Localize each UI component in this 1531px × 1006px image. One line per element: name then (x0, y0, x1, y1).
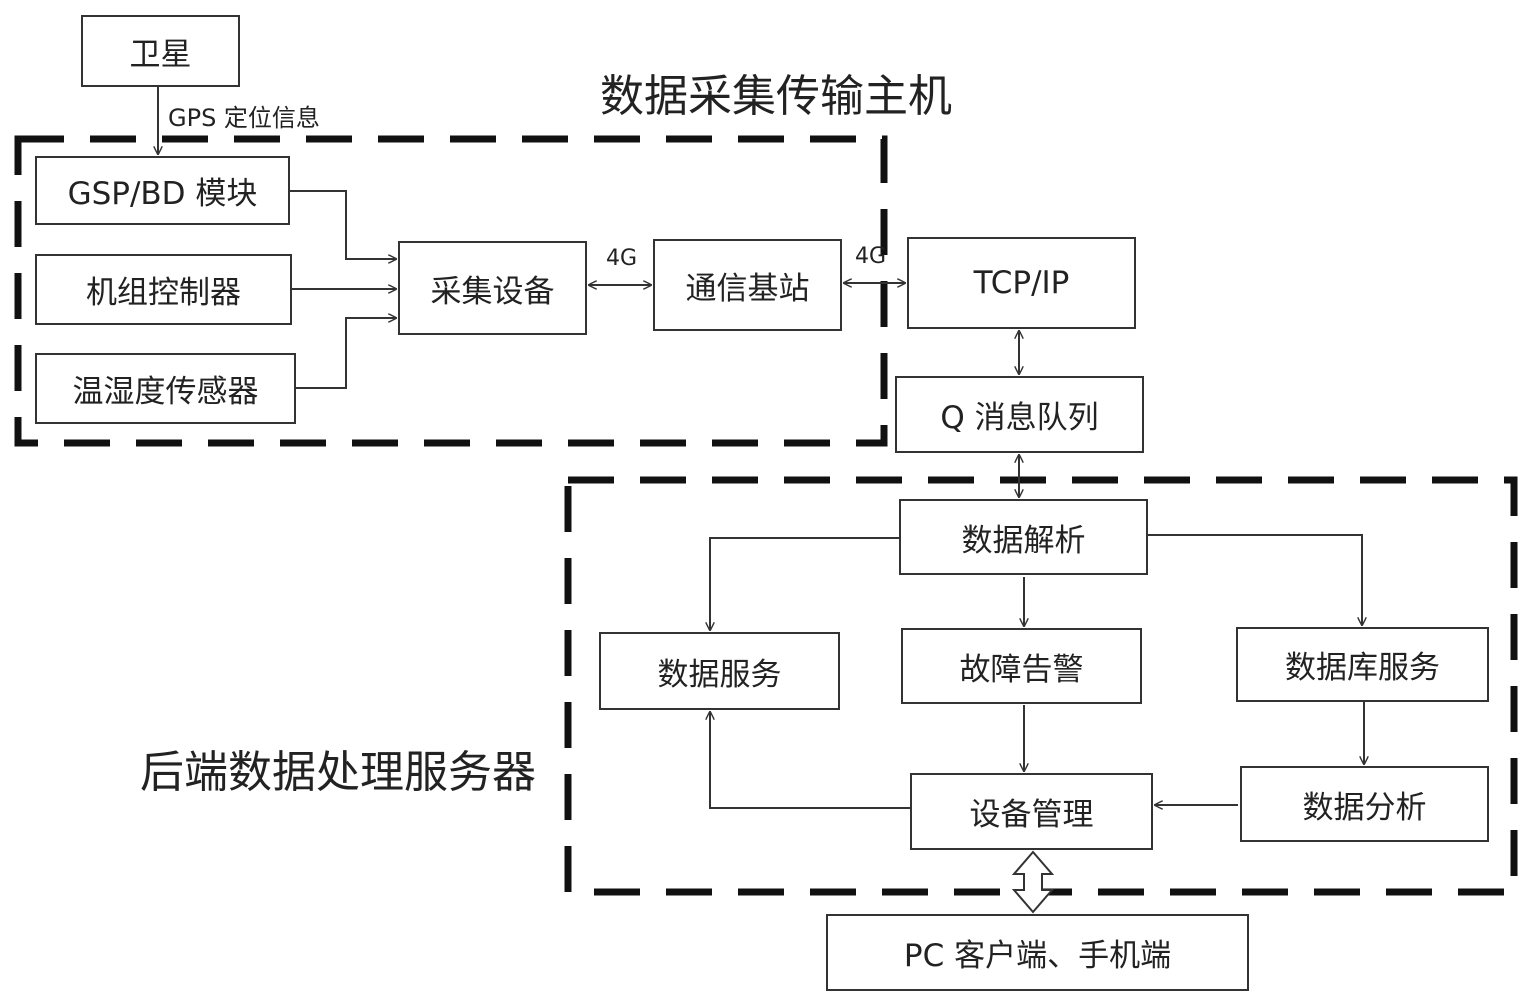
node-gsp-bd-module: GSP/BD 模块 (35, 156, 290, 225)
node-data-parse-label: 数据解析 (961, 522, 1086, 559)
node-data-service: 数据服务 (599, 632, 840, 710)
node-base-station-label: 通信基站 (685, 270, 810, 307)
node-device-management: 设备管理 (910, 773, 1153, 850)
host-group-title: 数据采集传输主机 (600, 71, 952, 122)
node-data-service-label: 数据服务 (657, 656, 782, 693)
node-gsp-bd-module-label: GSP/BD 模块 (67, 176, 258, 212)
node-message-queue-label: Q 消息队列 (940, 400, 1099, 436)
node-data-analysis: 数据分析 (1240, 766, 1489, 842)
node-message-queue: Q 消息队列 (895, 376, 1144, 453)
node-data-parse: 数据解析 (899, 499, 1148, 575)
edge-gsp-collector (290, 190, 396, 259)
node-temp-humidity-sensor: 温湿度传感器 (35, 353, 296, 424)
node-tcp-ip-label: TCP/IP (973, 265, 1070, 301)
gps-info-label: GPS 定位信息 (168, 104, 320, 132)
node-unit-controller: 机组控制器 (35, 254, 292, 325)
node-device-management-label: 设备管理 (969, 797, 1094, 833)
edge-mgmt-client-double-arrow (1011, 850, 1055, 914)
edge-parse-dataservice (710, 537, 899, 630)
server-group-title: 后端数据处理服务器 (140, 747, 536, 798)
link-4g-label-a: 4G (606, 246, 638, 271)
node-client: PC 客户端、手机端 (826, 914, 1249, 991)
node-database-service-label: 数据库服务 (1285, 650, 1440, 686)
node-database-service: 数据库服务 (1236, 627, 1489, 702)
node-data-analysis-label: 数据分析 (1302, 789, 1427, 826)
node-fault-alarm: 故障告警 (901, 628, 1142, 704)
host-group-frame (14, 135, 888, 447)
node-temp-humidity-sensor-label: 温湿度传感器 (72, 374, 259, 410)
link-4g-label-b: 4G (855, 244, 887, 269)
node-tcp-ip: TCP/IP (907, 237, 1136, 329)
node-satellite: 卫星 (81, 15, 240, 87)
node-unit-controller-label: 机组控制器 (86, 275, 241, 311)
node-client-label: PC 客户端、手机端 (903, 938, 1172, 974)
node-satellite-label: 卫星 (129, 36, 192, 73)
edge-mgmt-dataservice (710, 712, 910, 809)
edge-sensor-collector (296, 318, 396, 389)
node-fault-alarm-label: 故障告警 (959, 651, 1084, 688)
node-collector: 采集设备 (398, 241, 587, 335)
node-base-station: 通信基站 (653, 239, 842, 331)
node-collector-label: 采集设备 (430, 273, 555, 310)
edge-parse-dbservice (1148, 534, 1362, 625)
